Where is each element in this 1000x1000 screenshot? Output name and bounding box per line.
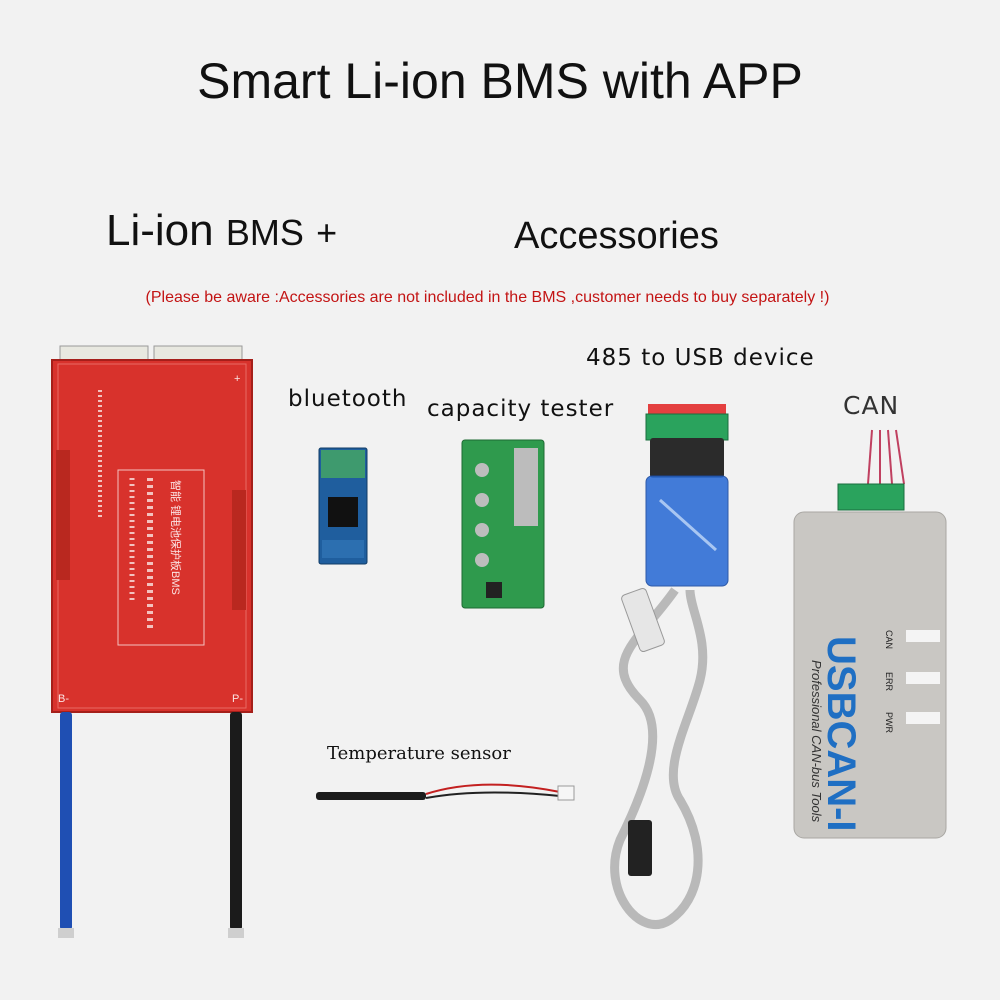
- bms-plus-mark: +: [234, 373, 240, 385]
- temperature-red-wire: [425, 783, 561, 795]
- bluetooth-header: [322, 540, 364, 558]
- usbcan-led-label-err: ERR: [884, 672, 894, 692]
- usbcan-led-label-can: CAN: [884, 630, 894, 649]
- temperature-probe: [316, 792, 426, 800]
- capacity-tester-cap-1: [475, 463, 489, 477]
- bms-side-label-right: [232, 490, 246, 610]
- can-wire-1: [867, 429, 873, 485]
- bms-board: 智能 锂电池保护板BMS + B- P-: [51, 345, 253, 938]
- usbcan-led-label-pwr: PWR: [884, 712, 894, 733]
- can-wire-3: [887, 429, 893, 485]
- bms-side-label-left: [56, 450, 70, 580]
- capacity-tester-display: [514, 448, 538, 526]
- temperature-sensor: [316, 783, 575, 801]
- capacity-tester-button: [486, 582, 502, 598]
- usbcan-tagline: Professional CAN-bus Tools: [809, 660, 824, 823]
- usb485-cable: [610, 587, 708, 929]
- bluetooth-antenna: [321, 450, 365, 478]
- bms-black-cable: [230, 712, 242, 930]
- notice-text: (Please be aware :Accessories are not in…: [145, 289, 830, 306]
- temperature-black-wire: [425, 791, 561, 799]
- usbcan-led-pwr: [906, 712, 940, 724]
- temperature-sensor-label: Temperature sensor: [327, 743, 511, 764]
- accessories-heading: Accessories: [514, 215, 719, 257]
- temperature-connector: [557, 785, 575, 801]
- usbcan-terminal-block: [837, 483, 905, 511]
- capacity-tester: [461, 439, 545, 609]
- bms-b-minus: B-: [58, 693, 69, 705]
- usb485-usb-plug: [621, 587, 665, 653]
- bms-blue-cable-tip: [58, 928, 74, 938]
- usb485-label: 485 to USB device: [586, 345, 815, 371]
- bms-connector-right: [153, 345, 243, 361]
- capacity-tester-cap-4: [475, 553, 489, 567]
- bms-black-cable-tip: [228, 928, 244, 938]
- usb485-db9-connector: [650, 438, 724, 478]
- bms-heading-plus: +: [316, 212, 338, 253]
- usbcan-led-err: [906, 672, 940, 684]
- bms-connector-left: [59, 345, 149, 361]
- bms-heading: Li-ion BMS +: [106, 206, 337, 256]
- bms-brand-text: 智能 锂电池保护板BMS: [169, 480, 183, 595]
- bms-blue-cable: [60, 712, 72, 930]
- bms-heading-main: Li-ion: [106, 206, 214, 255]
- bluetooth-module: [318, 447, 368, 565]
- bluetooth-label: bluetooth: [288, 386, 408, 412]
- bms-spec-sticker: [117, 469, 205, 646]
- capacity-tester-cap-2: [475, 493, 489, 507]
- capacity-tester-cap-3: [475, 523, 489, 537]
- usb485-housing-highlight: [659, 498, 717, 552]
- usbcan-housing: [793, 511, 947, 839]
- can-wire-4: [895, 429, 905, 485]
- usb485-ferrite: [628, 820, 652, 876]
- usb485-terminal-block: [645, 413, 729, 441]
- capacity-tester-label: capacity tester: [427, 396, 615, 422]
- can-label: CAN: [843, 391, 900, 420]
- usb485-blue-housing: [645, 475, 729, 587]
- bms-p-minus: P-: [232, 693, 243, 705]
- usbcan-device: USBCAN-I Professional CAN-bus Tools CAN …: [793, 429, 947, 839]
- page-title: Smart Li-ion BMS with APP: [197, 53, 803, 109]
- usbcan-brand: USBCAN-I: [819, 636, 863, 832]
- usbcan-led-can: [906, 630, 940, 642]
- bluetooth-chip: [328, 497, 358, 527]
- bms-heading-bms: BMS: [225, 212, 304, 253]
- usb485-device: [610, 404, 729, 929]
